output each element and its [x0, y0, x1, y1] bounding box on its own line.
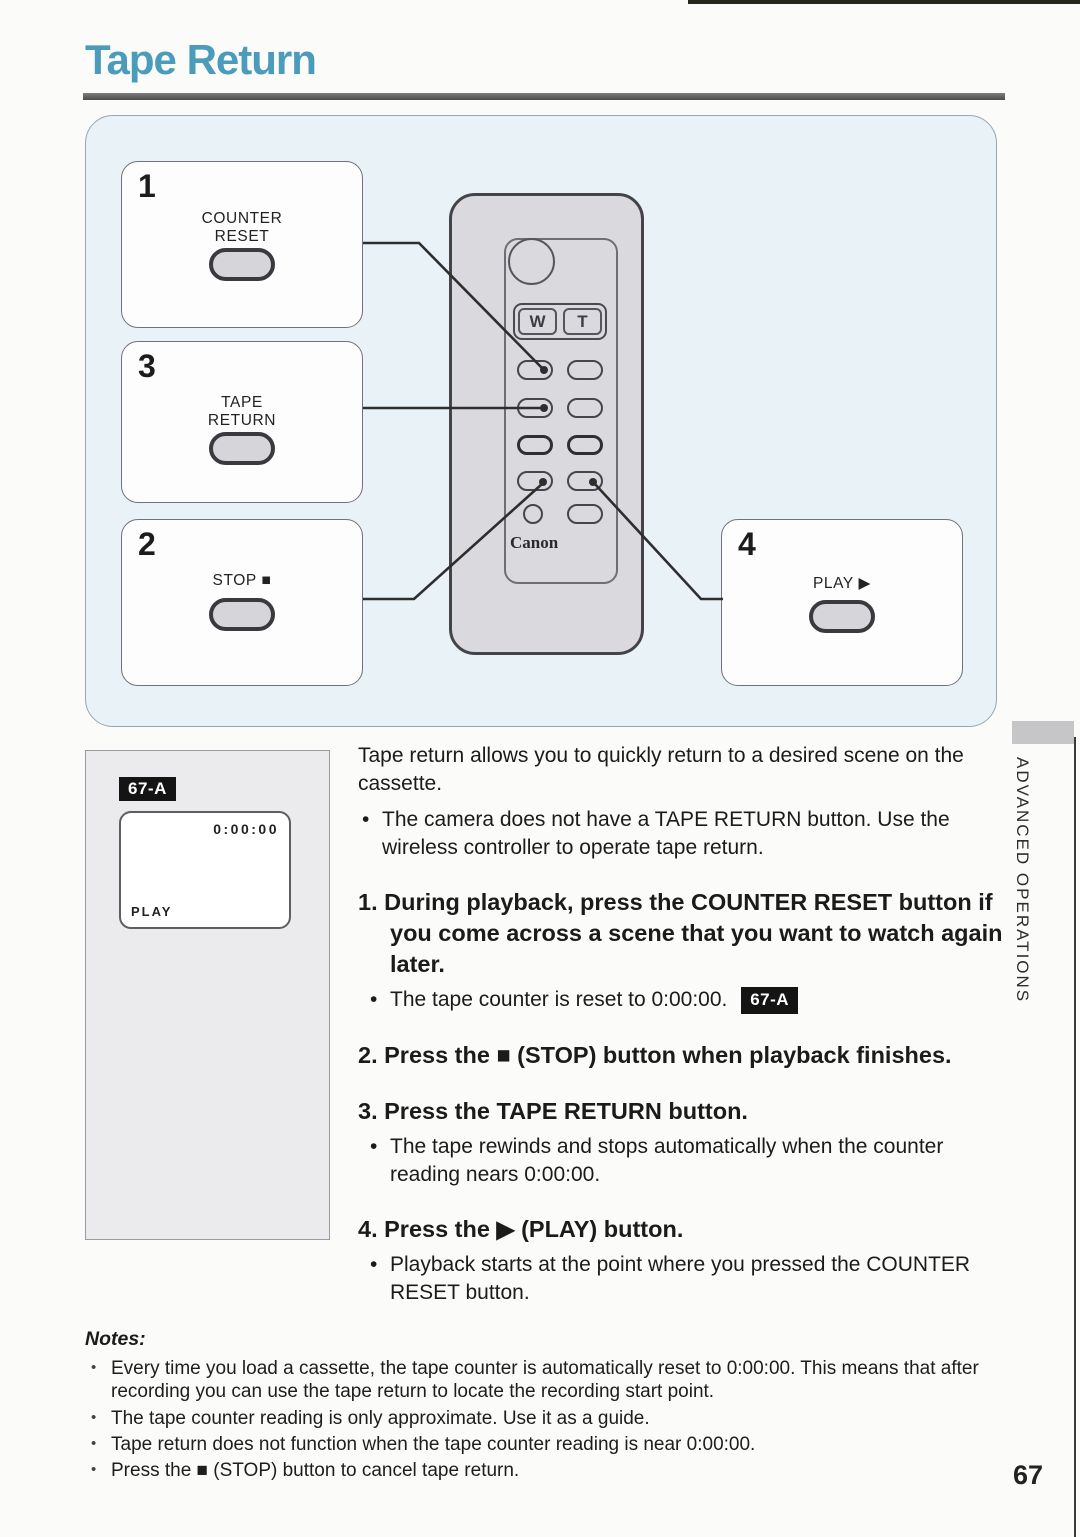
step-3-heading: 3. Press the TAPE RETURN button.: [358, 1097, 748, 1124]
controller-start-stop-circle: [508, 238, 555, 285]
page-title: Tape Return: [85, 36, 317, 83]
play-button: [809, 600, 875, 633]
intro-bullet: The camera does not have a TAPE RETURN b…: [358, 806, 1008, 862]
controller-inner-outline: [504, 238, 618, 584]
page-number: 67: [1013, 1460, 1044, 1490]
counter-reset-button: [209, 248, 275, 281]
remote-button: [567, 360, 603, 380]
diagram-panel: 1 COUNTER RESET 3 TAPE RETURN 2 STOP ■: [85, 115, 997, 727]
note-item: The tape counter reading is only approxi…: [85, 1407, 1015, 1430]
remote-button: [517, 435, 553, 455]
figure-label-line: TAPE: [221, 394, 263, 411]
figure-label-line: STOP ■: [212, 572, 272, 589]
viewfinder-screen: 0:00:00 PLAY: [119, 811, 291, 929]
figure-box-step1: 1 COUNTER RESET: [121, 161, 363, 328]
zoom-tele-button: T: [563, 308, 602, 335]
figure-step-number: 2: [138, 526, 156, 562]
note-item: Tape return does not function when the t…: [85, 1433, 1015, 1456]
play-mode-indicator: PLAY: [131, 904, 173, 919]
remote-play-button: [567, 471, 603, 491]
tape-return-button: [209, 432, 275, 465]
figure-box-step2: 2 STOP ■: [121, 519, 363, 686]
notes-section: Notes: Every time you load a cassette, t…: [85, 1328, 1015, 1483]
screen-figure-panel: 67-A 0:00:00 PLAY: [85, 750, 330, 1240]
figure-step-number: 1: [138, 168, 156, 204]
remote-button: [567, 435, 603, 455]
figure-step-number: 4: [738, 526, 756, 562]
intro-paragraph: Tape return allows you to quickly return…: [358, 744, 964, 796]
leader-lines: [363, 241, 723, 601]
step-4-bullet: Playback starts at the point where you p…: [366, 1251, 1008, 1307]
figure-reference-badge: 67-A: [119, 777, 176, 801]
zoom-wide-button: W: [518, 308, 557, 335]
remote-button: [567, 398, 603, 418]
remote-button: [523, 504, 543, 524]
zoom-rocker: W T: [513, 303, 607, 340]
title-rule: [83, 93, 1005, 100]
step-2-heading: 2. Press the ■ (STOP) button when playba…: [358, 1041, 952, 1068]
note-item: Every time you load a cassette, the tape…: [85, 1357, 1015, 1404]
remote-button: [567, 504, 603, 524]
figure-label-line: PLAY ▶: [812, 575, 872, 592]
instruction-column: Tape return allows you to quickly return…: [358, 742, 1008, 1306]
step-1-heading: 1. During playback, press the COUNTER RE…: [358, 889, 1003, 978]
chapter-tab: [1012, 721, 1074, 744]
figure-label-line: COUNTER: [201, 210, 283, 227]
stop-button: [209, 598, 275, 631]
figure-box-step4: 4 PLAY ▶: [721, 519, 963, 686]
step-4-heading: 4. Press the ▶ (PLAY) button.: [358, 1215, 684, 1242]
figure-reference-badge: 67-A: [741, 987, 799, 1014]
canon-logo: Canon: [510, 533, 559, 552]
step-1-bullet: The tape counter is reset to 0:00:00. 67…: [366, 986, 1008, 1015]
scan-right-edge: [1074, 737, 1076, 1537]
step-3-bullet: The tape rewinds and stops automatically…: [366, 1133, 1008, 1189]
note-item: Press the ■ (STOP) button to cancel tape…: [85, 1459, 1015, 1482]
notes-heading: Notes:: [85, 1328, 146, 1350]
figure-label-line: RETURN: [207, 412, 277, 430]
chapter-label: ADVANCED OPERATIONS: [1013, 757, 1032, 1004]
step-1-bullet-text: The tape counter is reset to 0:00:00.: [390, 988, 728, 1012]
tape-counter-readout: 0:00:00: [213, 821, 279, 837]
figure-label-line: RESET: [214, 228, 270, 246]
scan-top-edge: [688, 0, 1080, 4]
figure-step-number: 3: [138, 348, 156, 384]
figure-box-step3: 3 TAPE RETURN: [121, 341, 363, 503]
